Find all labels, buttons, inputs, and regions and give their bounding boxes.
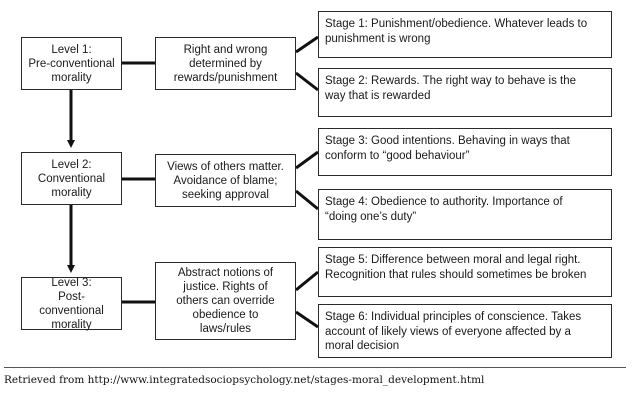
level-2-box: Level 2: Conventional morality <box>21 152 122 205</box>
stage-3-box: Stage 3: Good intentions. Behaving in wa… <box>318 128 612 176</box>
level-3-description: Abstract notions of justice. Rights of o… <box>155 262 296 340</box>
stage-4-box: Stage 4: Obedience to authority. Importa… <box>318 189 612 240</box>
stage-2-box: Stage 2: Rewards. The right way to behav… <box>318 68 612 117</box>
caption-divider <box>4 367 626 368</box>
connector-desc2-stage3 <box>295 150 319 170</box>
level-2-description: Views of others matter. Avoidance of bla… <box>155 154 296 207</box>
connector-desc3-stage6 <box>295 310 319 329</box>
connector-desc1-stage1 <box>295 35 319 54</box>
connector-desc1-stage2 <box>295 71 319 92</box>
level-3-box: Level 3: Post-conventional morality <box>21 277 122 331</box>
stage-5-box: Stage 5: Difference between moral and le… <box>318 247 612 297</box>
stage-6-box: Stage 6: Individual principles of consci… <box>318 304 612 358</box>
level-1-description: Right and wrong determined by rewards/pu… <box>155 37 296 90</box>
connector-desc2-stage4 <box>295 189 319 211</box>
level-1-box: Level 1: Pre-conventional morality <box>21 37 122 90</box>
stage-1-box: Stage 1: Punishment/obedience. Whatever … <box>318 11 612 58</box>
source-caption: Retrieved from http://www.integratedsoci… <box>4 374 485 386</box>
connector-desc3-stage5 <box>295 270 319 292</box>
